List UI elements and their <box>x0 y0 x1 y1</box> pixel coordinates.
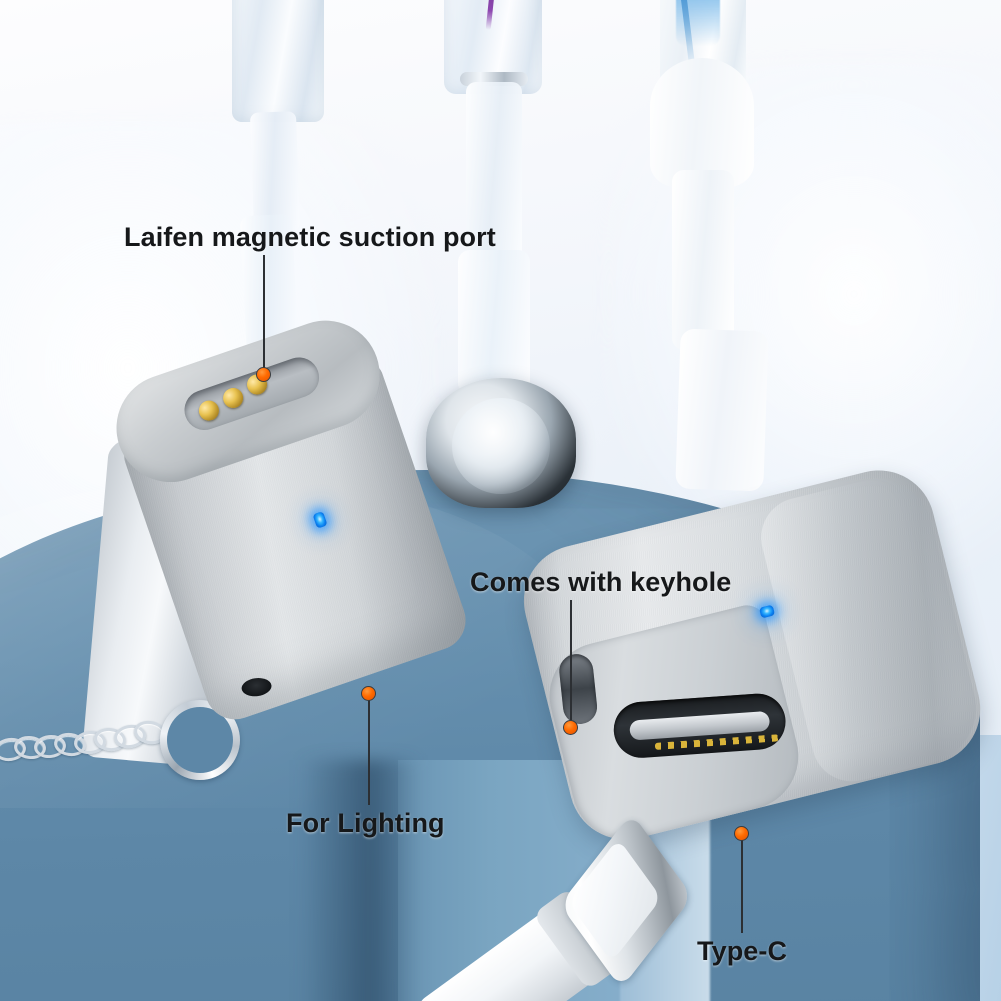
callout-leader-line <box>368 700 370 805</box>
brush-neck-white <box>672 170 734 350</box>
callout-label-keyhole: Comes with keyhole <box>470 567 732 597</box>
brush-handle-purple <box>458 250 530 395</box>
callout-label-type-c: Type-C <box>697 936 788 966</box>
usb-c-port-pins <box>654 734 779 750</box>
usb-c-port-tongue <box>629 710 779 750</box>
brush-neck-purple <box>466 82 522 262</box>
callout-leader-line <box>263 255 265 375</box>
callout-dot-magnetic-suction-port <box>256 367 271 382</box>
callout-dot-for-lighting <box>361 686 376 701</box>
keychain-chain <box>0 716 184 774</box>
brush-handle-white <box>675 328 769 492</box>
callout-label-for-lighting: For Lighting <box>286 808 445 838</box>
blue-pedestal-edge-shadow <box>300 760 420 1001</box>
callout-leader-line <box>570 600 572 728</box>
callout-label-magnetic-suction-port: Laifen magnetic suction port <box>124 222 496 252</box>
toothbrush-body-highlight <box>452 398 550 494</box>
brush-head-white <box>650 58 754 188</box>
brush-bristles-clear <box>232 0 324 122</box>
keyring-inner-hole <box>167 707 233 773</box>
callout-dot-keyhole <box>563 720 578 735</box>
keyring <box>160 700 240 780</box>
callout-leader-line <box>741 840 743 933</box>
callout-dot-type-c <box>734 826 749 841</box>
